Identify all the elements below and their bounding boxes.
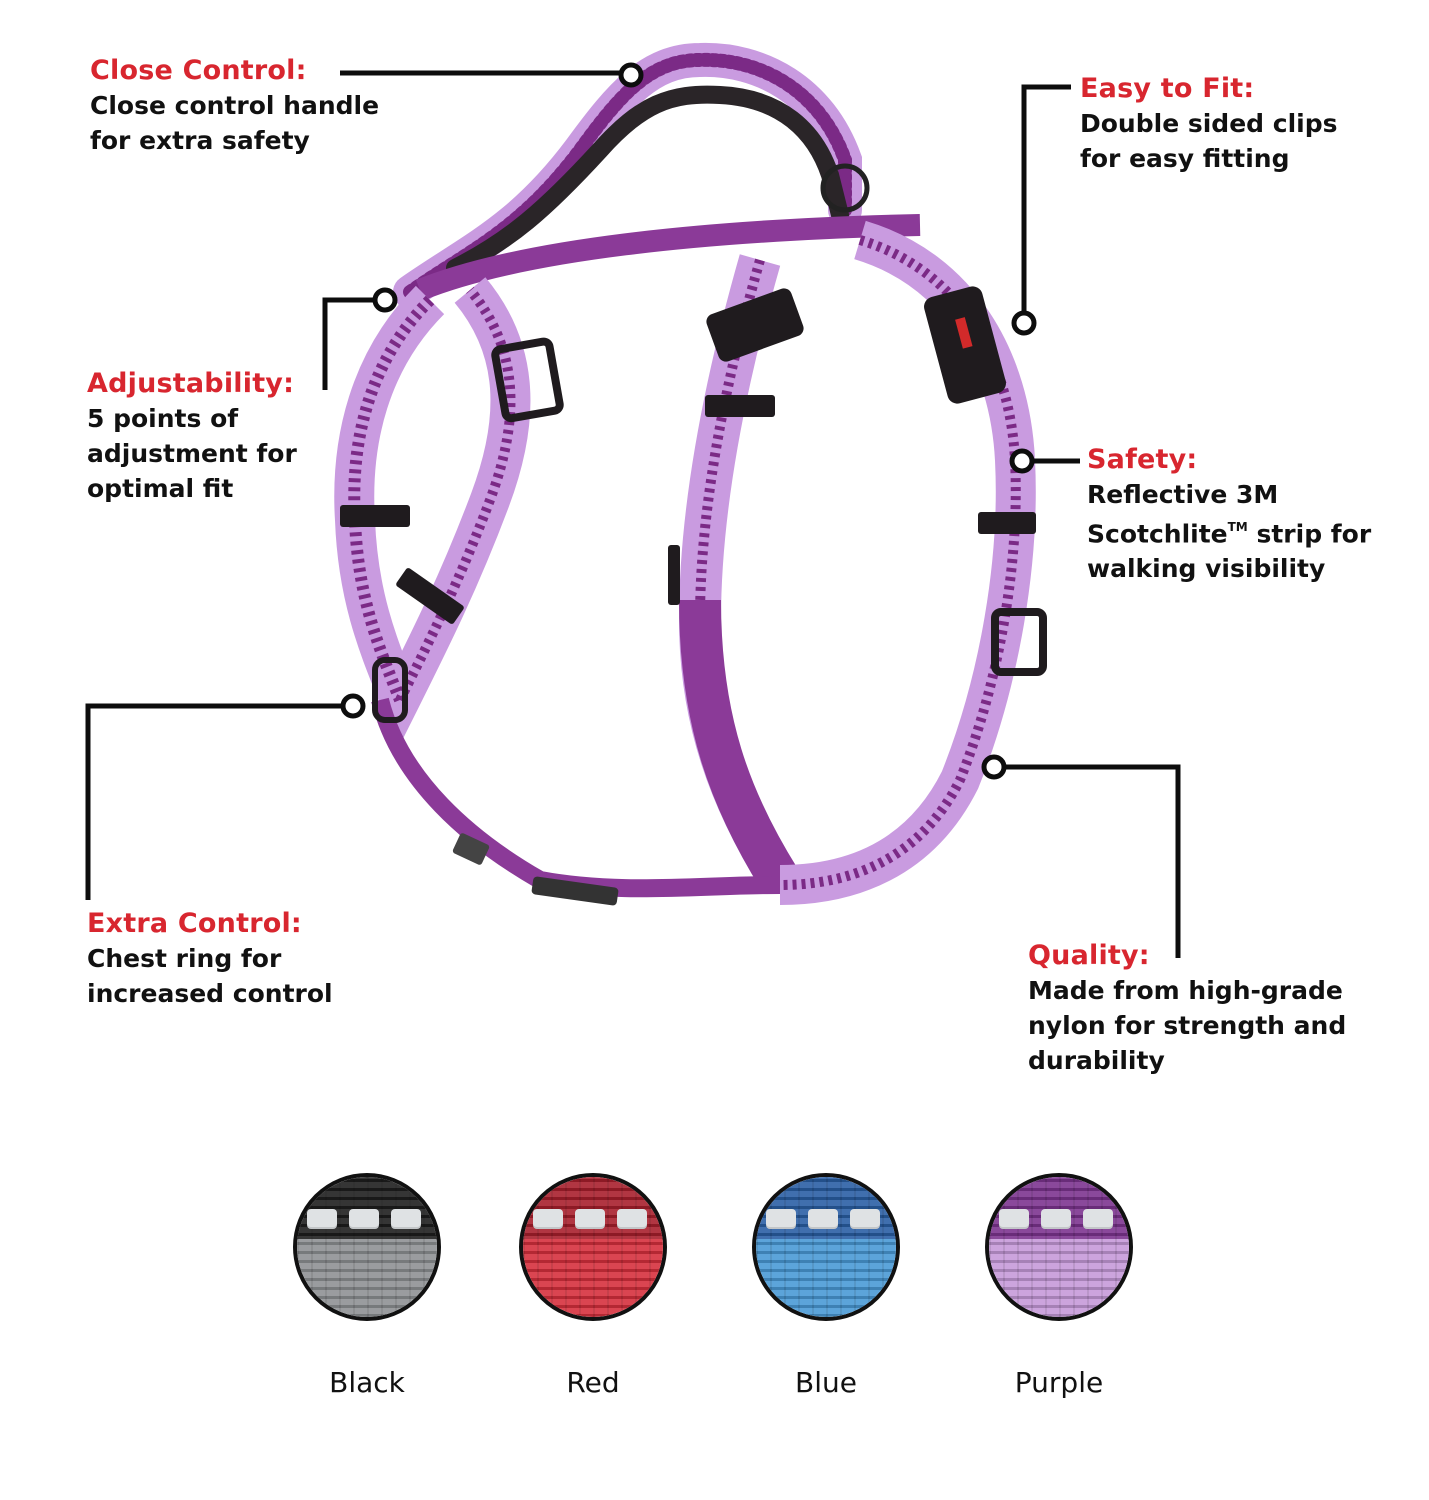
d-ring-icon: [820, 163, 870, 213]
callout-body-line: walking visibility: [1087, 554, 1326, 584]
color-label: Purple: [1014, 1366, 1104, 1399]
callout-body-line: ScotchliteTM strip for: [1087, 512, 1371, 551]
callout-body-line: Made from high-grade: [1028, 976, 1343, 1005]
color-option-black[interactable]: Black: [292, 1173, 442, 1399]
callout-body-line: Close control handle: [90, 91, 380, 120]
callout-title: Easy to Fit:: [1080, 73, 1255, 104]
slider-icon: [668, 545, 680, 605]
callout-close-control: Close Control: Close control handle for …: [90, 54, 379, 158]
slider-icon: [991, 608, 1047, 676]
callout-title: Quality:: [1028, 940, 1150, 971]
callout-body-line: 5 points of: [87, 404, 239, 433]
trademark-symbol: TM: [1227, 520, 1248, 534]
pointer-circle-icon: [1011, 310, 1037, 336]
purple-fabric-swatch-icon: [985, 1173, 1133, 1321]
pointer-circle-icon: [340, 693, 366, 719]
callout-body-line: Double sided clips: [1080, 109, 1338, 138]
callout-body-line: adjustment for: [87, 439, 297, 468]
callout-body-line: for easy fitting: [1080, 144, 1290, 173]
color-label: Black: [329, 1366, 405, 1399]
color-label: Red: [566, 1366, 620, 1399]
slider-icon: [452, 833, 490, 865]
callout-title: Extra Control:: [87, 908, 302, 939]
color-option-blue[interactable]: Blue: [751, 1173, 901, 1399]
slider-icon: [491, 337, 564, 423]
color-option-red[interactable]: Red: [518, 1173, 668, 1399]
callout-adjustability: Adjustability: 5 points of adjustment fo…: [87, 367, 297, 506]
red-fabric-swatch-icon: [519, 1173, 667, 1321]
black-fabric-swatch-icon: [293, 1173, 441, 1321]
pointer-circle-icon: [618, 62, 644, 88]
callout-title: Safety:: [1087, 444, 1198, 475]
pointer-circle-icon: [1009, 448, 1035, 474]
pointer-circle-icon: [981, 754, 1007, 780]
slider-icon: [396, 568, 464, 624]
callout-body-line: Reflective 3M: [1087, 480, 1279, 509]
callout-easy-to-fit: Easy to Fit: Double sided clips for easy…: [1080, 72, 1337, 176]
slider-icon: [978, 512, 1036, 534]
callout-body-line: durability: [1028, 1046, 1165, 1075]
callout-quality: Quality: Made from high-grade nylon for …: [1028, 939, 1346, 1078]
callout-safety: Safety: Reflective 3M ScotchliteTM strip…: [1087, 443, 1371, 586]
color-label: Blue: [795, 1366, 857, 1399]
callout-body-line: nylon for strength and: [1028, 1011, 1347, 1040]
slider-icon: [340, 505, 410, 527]
callout-title: Close Control:: [90, 55, 307, 86]
color-option-purple[interactable]: Purple: [984, 1173, 1134, 1399]
padded-handle-icon: [446, 85, 849, 277]
callout-body-line: increased control: [87, 979, 333, 1008]
callout-title: Adjustability:: [87, 368, 295, 399]
strip-for-text: strip for: [1247, 519, 1372, 549]
blue-fabric-swatch-icon: [752, 1173, 900, 1321]
slider-icon: [705, 395, 775, 417]
callout-body-line: optimal fit: [87, 474, 234, 503]
scotchlite-text: Scotchlite: [1087, 519, 1228, 549]
pointer-circle-icon: [372, 287, 398, 313]
buckle-icon: [706, 288, 804, 362]
callout-body-line: for extra safety: [90, 126, 310, 155]
chest-ring-icon: [531, 876, 619, 906]
callout-extra-control: Extra Control: Chest ring for increased …: [87, 907, 333, 1011]
callout-body-line: Chest ring for: [87, 944, 282, 973]
